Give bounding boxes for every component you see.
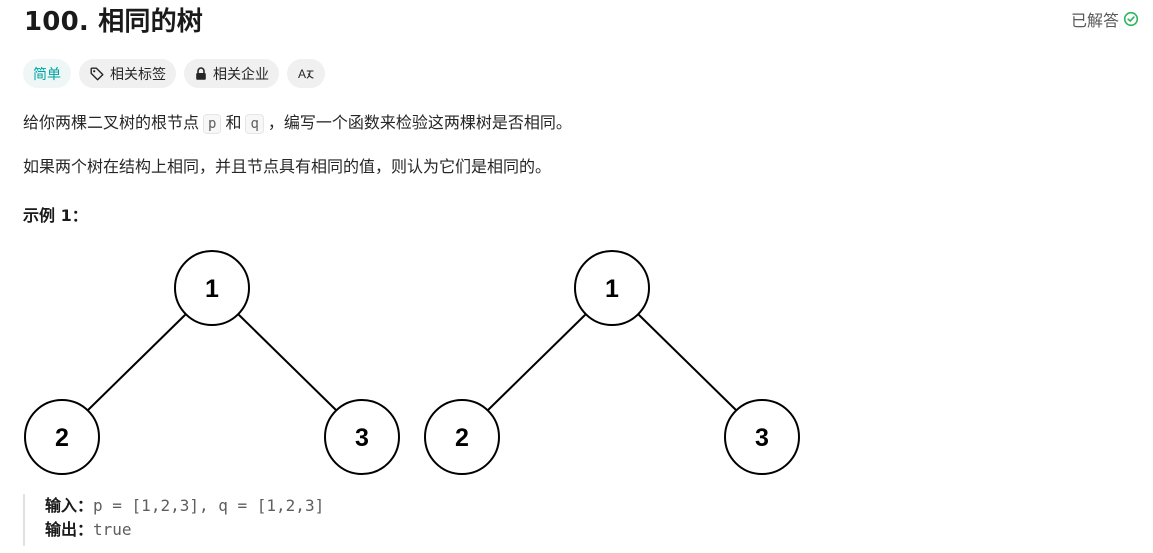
translate-icon: A: [298, 67, 314, 81]
tree-node: [24, 399, 100, 475]
inline-code-q: q: [245, 114, 264, 134]
related-topics-label: 相关标签: [110, 66, 166, 83]
title-row: 100. 相同的树 已解答: [24, 2, 1139, 37]
output-value: true: [93, 520, 132, 539]
description-paragraph-2: 如果两个树在结构上相同，并且节点具有相同的值，则认为它们是相同的。: [23, 157, 552, 176]
tree-node: [424, 399, 500, 475]
inline-code-p: p: [203, 114, 222, 134]
svg-text:A: A: [298, 67, 306, 81]
tree-edge: [486, 313, 587, 412]
tree-node-label: 3: [355, 424, 369, 452]
example-block: 输入：p = [1,2,3], q = [1,2,3] 输出：true: [23, 494, 324, 546]
tree-node: [574, 250, 650, 326]
desc-text-2: 和: [225, 113, 242, 132]
tree-p: 1 2 3: [24, 250, 400, 475]
tree-node: [324, 399, 400, 475]
tag-bar: 简单 相关标签 相关企业 A: [23, 59, 325, 88]
related-companies-button[interactable]: 相关企业: [184, 59, 279, 88]
tree-node-label: 2: [455, 424, 469, 452]
translate-button[interactable]: A: [287, 59, 325, 88]
solved-status[interactable]: 已解答: [1071, 7, 1139, 31]
tree-edge: [86, 313, 187, 412]
output-label: 输出：: [45, 520, 94, 539]
tree-edge: [637, 313, 738, 412]
example-title: 示例 1：: [23, 206, 88, 225]
example-output-line: 输出：true: [45, 518, 324, 542]
difficulty-label: 简单: [33, 66, 61, 83]
input-value: p = [1,2,3], q = [1,2,3]: [93, 496, 325, 515]
check-circle-icon: [1123, 11, 1139, 27]
desc-text-3: ，编写一个函数来检验这两棵树是否相同。: [267, 113, 572, 132]
lock-icon: [196, 66, 206, 80]
example-tree-image: 1 2 3 1 2 3: [24, 250, 800, 475]
tree-node: [174, 250, 250, 326]
tree-node-label: 1: [605, 275, 619, 303]
solved-label: 已解答: [1070, 11, 1119, 30]
tree-node-label: 1: [205, 275, 219, 303]
tree-node-label: 3: [755, 424, 769, 452]
tree-q: 1 2 3: [424, 250, 800, 475]
desc-text-1: 给你两棵二叉树的根节点: [23, 113, 200, 132]
related-topics-button[interactable]: 相关标签: [79, 59, 176, 88]
problem-title: 100. 相同的树: [24, 6, 204, 37]
tree-node-label: 2: [55, 424, 69, 452]
related-companies-label: 相关企业: [213, 66, 269, 83]
difficulty-badge[interactable]: 简单: [23, 59, 71, 88]
input-label: 输入：: [45, 496, 94, 515]
tree-edge: [237, 313, 338, 412]
example-input-line: 输入：p = [1,2,3], q = [1,2,3]: [45, 494, 324, 518]
tag-icon: [90, 67, 104, 80]
tree-node: [724, 399, 800, 475]
